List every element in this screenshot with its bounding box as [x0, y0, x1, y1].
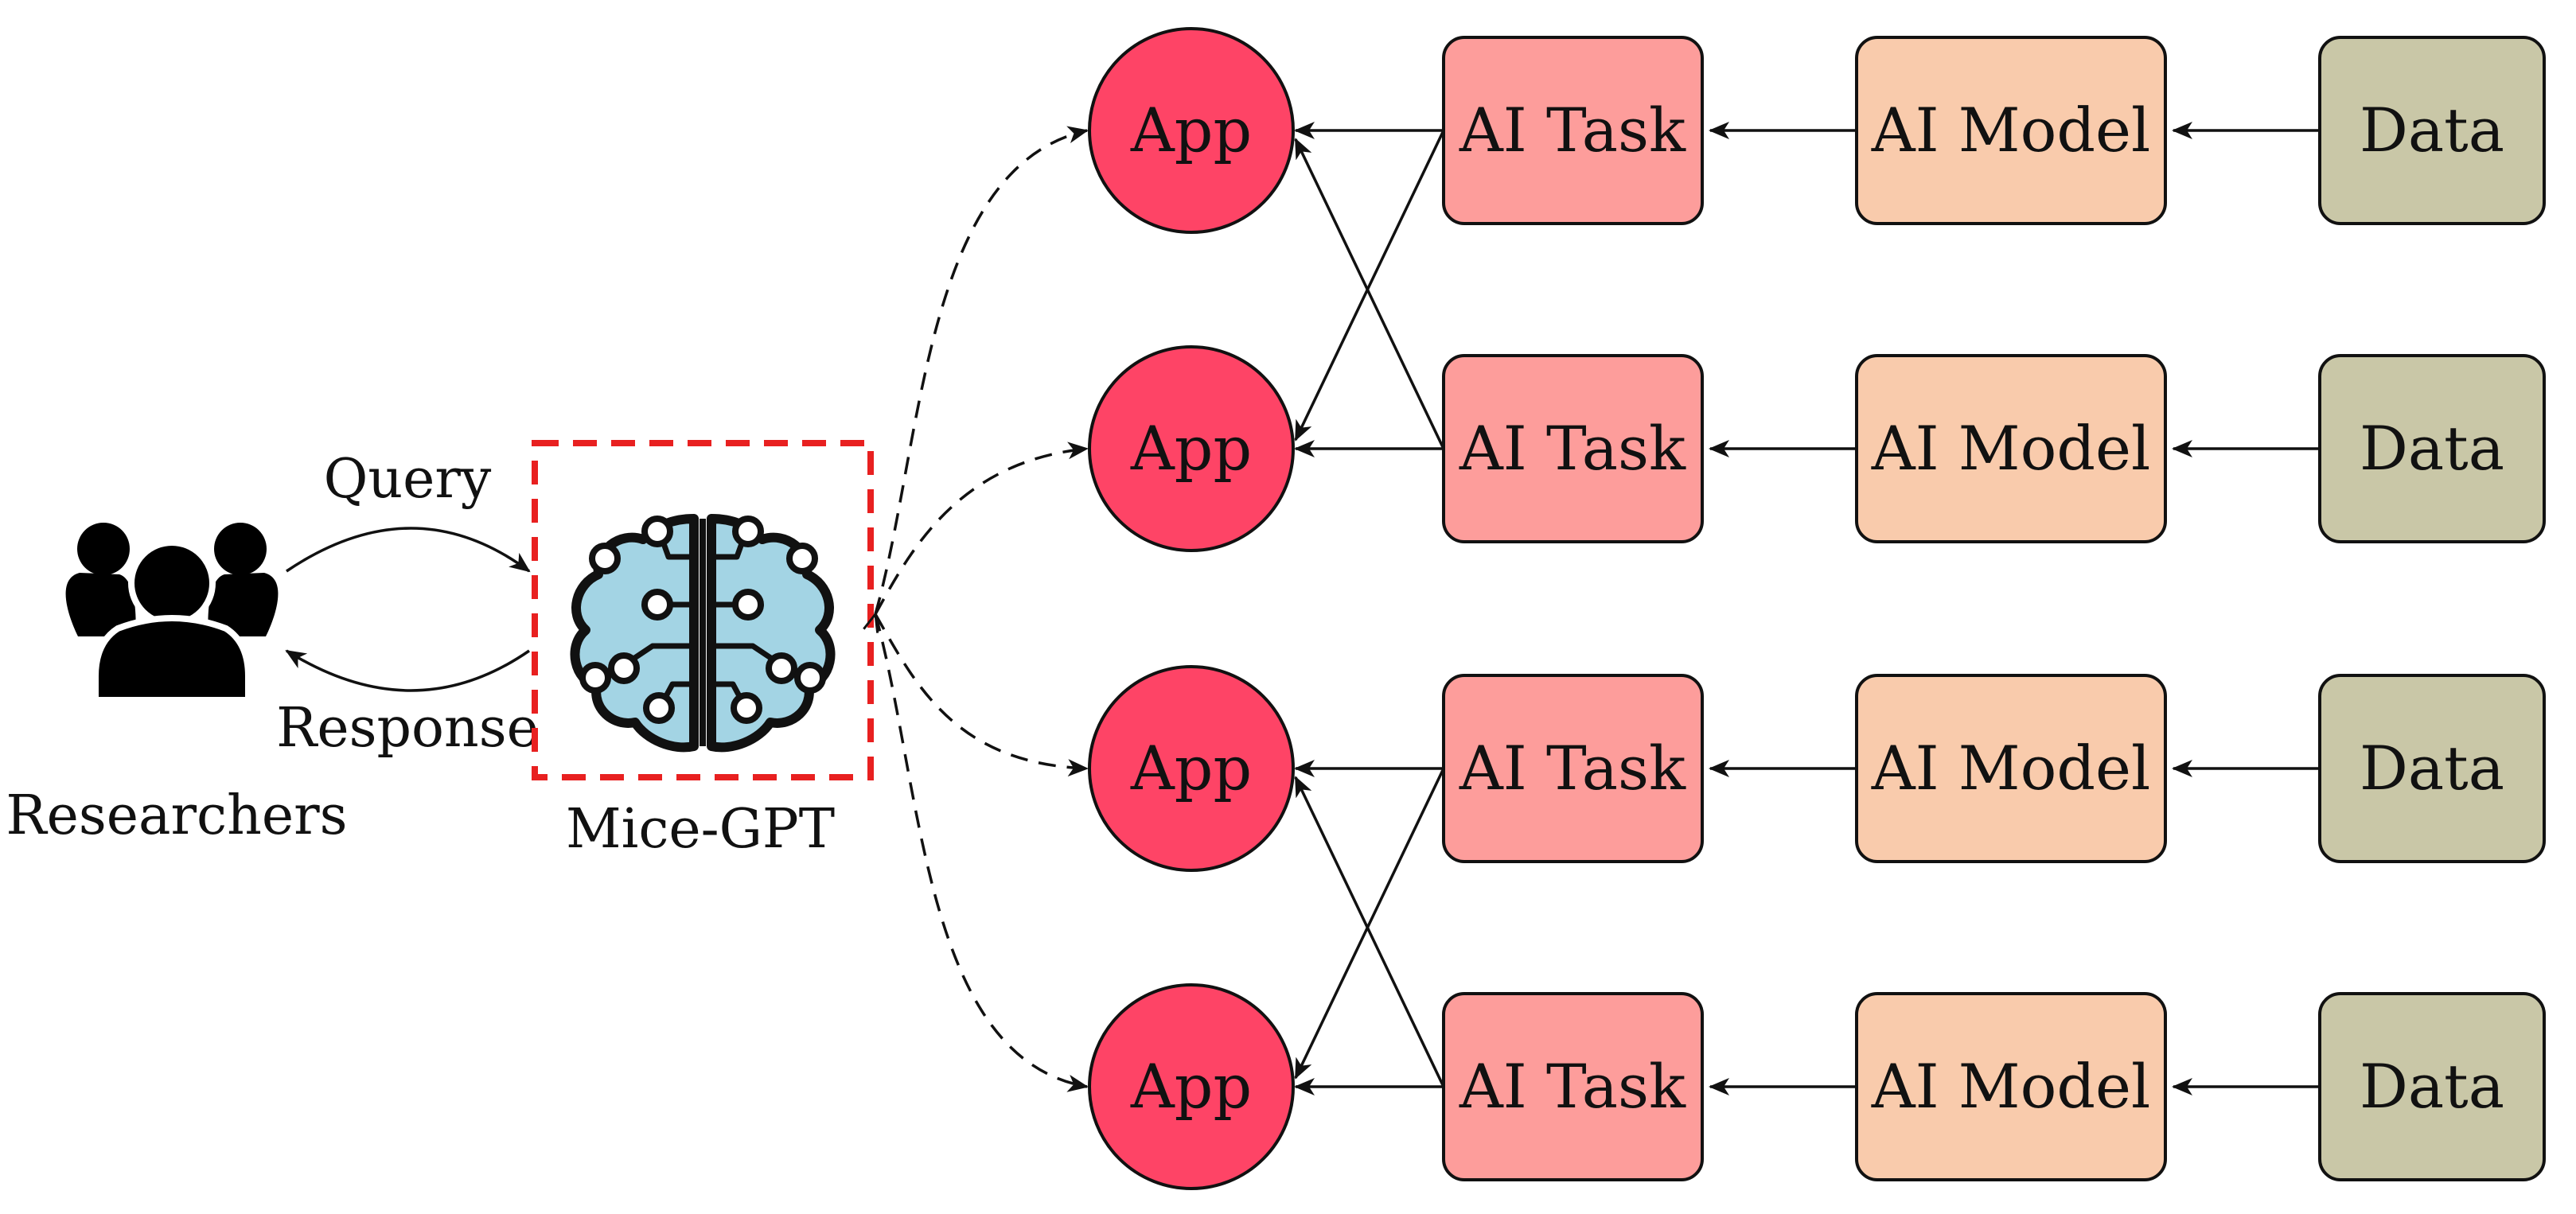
response-arrow — [285, 649, 530, 692]
people-group-icon — [65, 523, 279, 703]
ai-model-label: AI Model — [1871, 95, 2151, 165]
data-label: Data — [2360, 1051, 2504, 1122]
ai-task-label: AI Task — [1459, 733, 1686, 803]
ai-task-label: AI Task — [1459, 95, 1686, 165]
app-label: App — [1130, 95, 1252, 165]
data-node[interactable] — [2318, 992, 2546, 1181]
pipeline-row: App AI Task AI Model Data — [1088, 345, 2546, 552]
data-label: Data — [2360, 95, 2504, 165]
data-node[interactable] — [2318, 354, 2546, 543]
app-label: App — [1130, 413, 1252, 484]
ai-task-node[interactable] — [1442, 992, 1704, 1181]
data-node[interactable] — [2318, 674, 2546, 863]
ai-task-label: AI Task — [1459, 413, 1686, 484]
app-node[interactable] — [1088, 27, 1295, 234]
ai-model-node[interactable] — [1855, 674, 2167, 863]
data-label: Data — [2360, 733, 2504, 803]
ai-model-label: AI Model — [1871, 733, 2151, 803]
pipeline-row: App AI Task AI Model Data — [1088, 27, 2546, 234]
task-app-cross-arrows — [1294, 130, 1445, 1088]
response-label: Response — [276, 697, 539, 760]
data-node[interactable] — [2318, 36, 2546, 225]
mice-gpt-label: Mice-GPT — [566, 798, 835, 861]
app-label: App — [1130, 1051, 1252, 1122]
brain-circuit-icon — [570, 514, 836, 753]
ai-model-label: AI Model — [1871, 413, 2151, 484]
ai-model-node[interactable] — [1855, 992, 2167, 1181]
ai-model-node[interactable] — [1855, 36, 2167, 225]
data-label: Data — [2360, 413, 2504, 484]
pipeline-row: App AI Task AI Model Data — [1088, 983, 2546, 1190]
app-node[interactable] — [1088, 345, 1295, 552]
researchers-label: Researchers — [6, 784, 347, 847]
pipeline-row: App AI Task AI Model Data — [1088, 665, 2546, 872]
app-node[interactable] — [1088, 665, 1295, 872]
ai-model-label: AI Model — [1871, 1051, 2151, 1122]
app-node[interactable] — [1088, 983, 1295, 1190]
ai-task-node[interactable] — [1442, 674, 1704, 863]
ai-task-label: AI Task — [1459, 1051, 1686, 1122]
query-arrow — [286, 527, 531, 573]
ai-task-node[interactable] — [1442, 354, 1704, 543]
dispatch-connectors — [875, 130, 1089, 1092]
query-label: Query — [324, 448, 492, 511]
ai-task-node[interactable] — [1442, 36, 1704, 225]
ai-model-node[interactable] — [1855, 354, 2167, 543]
app-label: App — [1130, 733, 1252, 803]
